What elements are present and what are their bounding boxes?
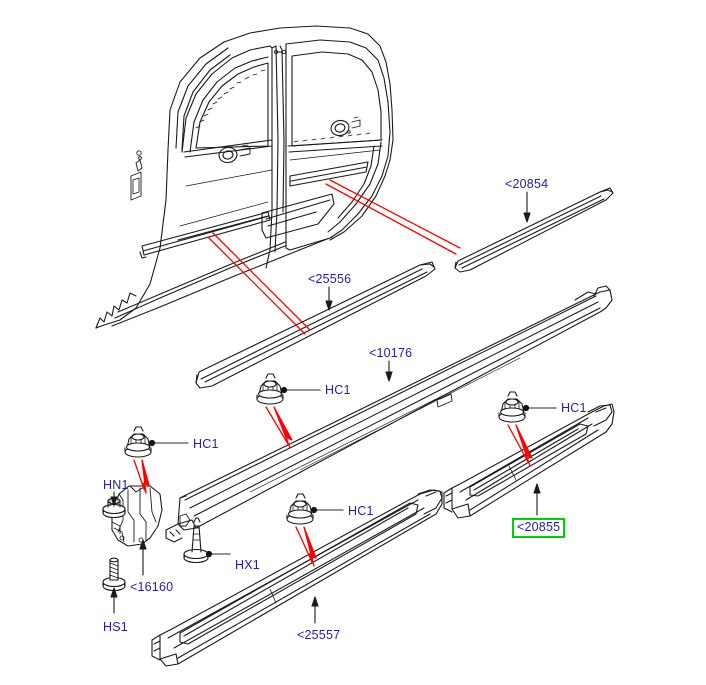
part-label-10176[interactable]: <10176: [369, 346, 413, 360]
fastener-hc1-clip-1: [256, 373, 284, 405]
part-label-20855-selected[interactable]: <20855: [512, 518, 566, 538]
fastener-label-hc1-a[interactable]: HC1: [325, 383, 351, 397]
fastener-label-hc1-c[interactable]: HC1: [193, 437, 219, 451]
fastener-hx1-rivet: [183, 517, 209, 564]
fastener-label-hc1-b[interactable]: HC1: [561, 401, 587, 415]
part-16160-sill-bracket: [111, 485, 163, 547]
part-label-20854[interactable]: <20854: [505, 177, 549, 191]
fastener-label-hn1[interactable]: HN1: [103, 478, 129, 492]
fastener-label-hc1-d[interactable]: HC1: [348, 504, 374, 518]
part-label-25557[interactable]: <25557: [297, 628, 341, 642]
fastener-label-hx1[interactable]: HX1: [235, 558, 260, 572]
fastener-label-hs1[interactable]: HS1: [103, 620, 128, 634]
part-label-16160[interactable]: <16160: [130, 580, 174, 594]
fastener-hc1-clip-3: [124, 426, 152, 458]
part-10176-sill-panel: [165, 285, 613, 543]
part-25556-front-door-moulding: [195, 261, 436, 389]
part-25557-front-sill-moulding: [151, 489, 443, 667]
fastener-hc1-clip-2: [498, 391, 526, 423]
fastener-hs1-screw: [102, 557, 126, 592]
part-20855-rear-sill-moulding: [443, 403, 615, 519]
part-label-25556[interactable]: <25556: [308, 272, 352, 286]
fastener-hc1-clip-4: [286, 493, 314, 525]
part-20854-rear-door-moulding: [454, 187, 614, 273]
